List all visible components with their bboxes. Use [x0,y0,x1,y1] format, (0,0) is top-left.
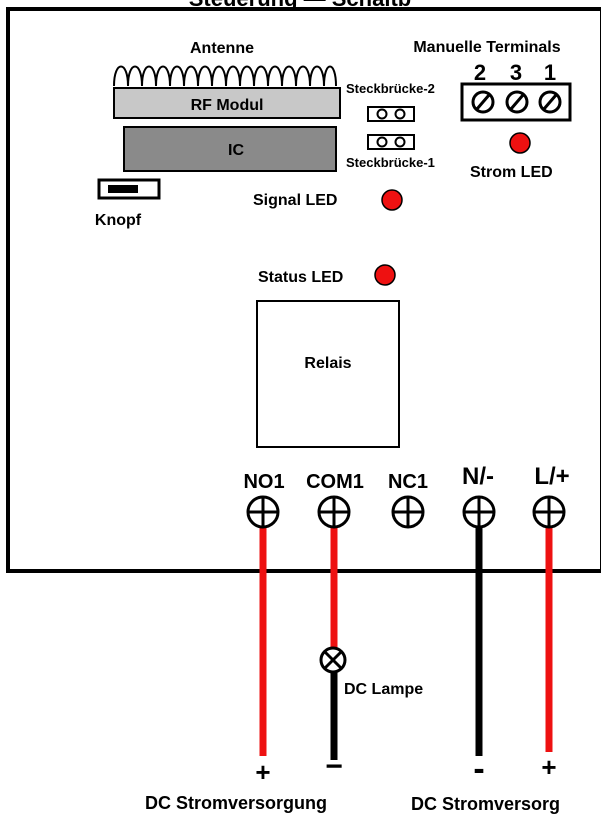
ic-label: IC [228,142,244,159]
screw-icon [538,90,562,114]
terminal-label-l: L/+ [534,463,569,490]
lamp-label: DC Lampe [344,681,423,698]
jumper1-pin-b [394,136,406,148]
rf-module-label: RF Modul [191,97,264,114]
terminal-l-icon [532,495,566,529]
manual-terminal-number: 2 [474,60,486,85]
manual-terminal-number: 1 [544,60,556,85]
jumper2 [367,106,415,122]
antenna-label: Antenne [190,40,254,57]
power-led [509,132,531,154]
diagram-title: Steuerung — Schaltb [189,0,411,11]
rf-module [113,87,341,119]
terminal-nc1-icon [391,495,425,529]
ic-chip [123,126,337,172]
relay-label: Relais [304,355,351,372]
polarity-plus-left: + [255,757,270,787]
signal-led-label: Signal LED [253,192,337,209]
manual-terminal-number: 3 [510,60,522,85]
polarity-minus-right: - [473,750,484,788]
relay [256,300,400,448]
power-led-label: Strom LED [470,164,553,181]
polarity-minus-left: − [325,750,343,783]
button-label: Knopf [95,212,142,229]
jumper1 [367,134,415,150]
screw-icon [505,90,529,114]
status-led-label: Status LED [258,269,343,286]
supply-label-left: DC Stromversorgung [145,793,327,813]
jumper1-pin-a [376,136,388,148]
terminal-label-n: N/- [462,463,494,490]
screw-icon [471,90,495,114]
button-actuator [108,185,138,193]
terminal-label-no1: NO1 [243,471,284,493]
antenna-coil [113,65,337,87]
supply-label-right: DC Stromversorg [411,794,560,814]
terminal-label-nc1: NC1 [388,471,428,493]
terminal-no1-icon [246,495,280,529]
terminal-com1-icon [317,495,351,529]
lamp-icon [319,646,347,674]
manual-terminals-label: Manuelle Terminals [413,39,560,56]
jumper2-pin-a [376,108,388,120]
signal-led [381,189,403,211]
jumper2-label: Steckbrücke-2 [346,81,435,96]
jumper2-pin-b [394,108,406,120]
terminal-label-com1: COM1 [306,471,364,493]
terminal-n-icon [462,495,496,529]
jumper1-label: Steckbrücke-1 [346,155,435,170]
status-led [374,264,396,286]
polarity-plus-right: + [541,752,556,782]
